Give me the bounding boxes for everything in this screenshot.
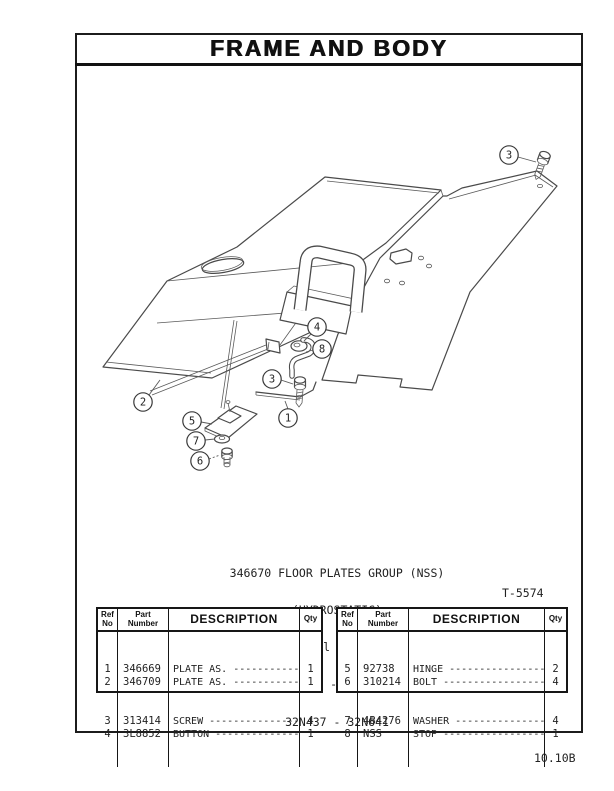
drawing-ref: T-5574 — [502, 586, 544, 600]
header-qty: Qty — [303, 614, 318, 624]
cell-desc: PLATE AS. ------------PLATE AS. --------… — [169, 632, 300, 767]
page-number: 10.10B — [534, 751, 576, 765]
header-description: DESCRIPTION — [169, 609, 300, 630]
cell-desc: HINGE -----------------BOLT ------------… — [409, 632, 545, 767]
page-title: FRAME AND BODY — [210, 34, 448, 61]
header-qty: Qty — [548, 614, 563, 624]
title-banner: FRAME AND BODY — [75, 33, 583, 66]
parts-table-right-header: Ref No Part Number DESCRIPTION Qty — [338, 609, 566, 632]
caption-group-line: 346670 FLOOR PLATES GROUP (NSS) — [229, 565, 445, 580]
header-ref: Ref No — [98, 609, 118, 630]
parts-table-left-header: Ref No Part Number DESCRIPTION Qty — [98, 609, 321, 632]
header-part-number: Part Number — [118, 609, 169, 630]
header-part-number: Part Number — [358, 609, 409, 630]
header-ref: Ref No — [338, 609, 358, 630]
header-description: DESCRIPTION — [409, 609, 545, 630]
